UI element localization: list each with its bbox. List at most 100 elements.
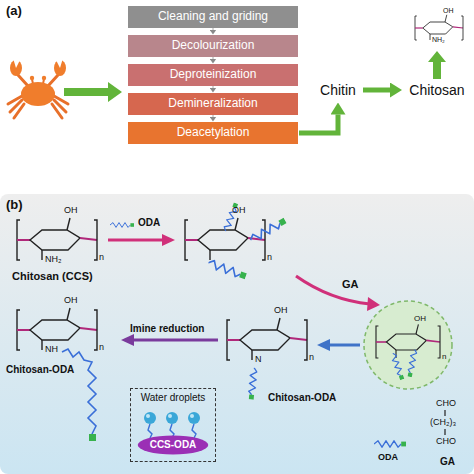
flow-arrow [212, 29, 214, 30]
crab-icon [56, 58, 63, 68]
chitosan-structure [17, 218, 97, 260]
panel-label: (a) [6, 4, 22, 19]
reaction-arrow [317, 339, 330, 351]
process-arrow [64, 82, 122, 102]
reaction-arrow [367, 297, 380, 311]
reaction-arrow [162, 234, 175, 246]
key-label: GA [440, 456, 455, 468]
reaction-arrow [121, 334, 218, 346]
crab-icon [42, 76, 46, 80]
imine-structure [248, 367, 257, 399]
node-text: Chitosan [409, 82, 464, 98]
node-text: CCS-ODA [150, 439, 197, 451]
process-box: Cleaning and griding [128, 6, 298, 28]
grafted-structure [185, 202, 287, 280]
reagent-label: GA [342, 278, 359, 291]
reaction-arrow [317, 339, 360, 351]
water-droplets [190, 414, 194, 418]
chitosan-oda-structure [62, 349, 96, 434]
node-text: Deacetylation [177, 126, 250, 140]
particle-ellipse: CCS-ODA [137, 435, 209, 455]
process-box: Demineralization [128, 93, 298, 115]
water-droplets [166, 412, 178, 424]
process-arrow [428, 51, 446, 79]
flow-arrow [212, 58, 214, 59]
compound-name: Chitosan-ODA [6, 364, 74, 376]
product-label: Chitin [315, 80, 361, 101]
node-text: Deproteinization [170, 68, 257, 82]
water-droplets [146, 414, 150, 418]
atom-label: OH [64, 205, 78, 215]
atom-label: OH [232, 205, 246, 215]
grafted-structure [249, 217, 288, 244]
atom-label: NH₂ [432, 36, 445, 44]
flow-arrow [363, 88, 390, 93]
node-text: Water droplets [141, 392, 206, 404]
flow-arrow [299, 115, 338, 134]
repeat-index: n [442, 352, 446, 361]
compound-name: Chitosan-ODA [268, 392, 336, 404]
process-box: Decolourization [128, 35, 298, 57]
grafted-structure [207, 259, 247, 280]
flow-arrow [212, 87, 214, 88]
panel-background [0, 194, 474, 474]
imine-structure [227, 318, 307, 400]
imine-structure [227, 318, 307, 360]
atom-label: OH [414, 314, 426, 323]
crosslinked-structure [390, 352, 405, 380]
formula-label: CHO [436, 436, 456, 446]
node-text: Chitin [320, 82, 356, 98]
crosslinked-structure [407, 349, 417, 378]
atom-label: OH [443, 7, 454, 15]
repeat-index: n [99, 252, 104, 262]
node-text: Cleaning and griding [158, 10, 268, 24]
reaction-arrow [121, 334, 134, 346]
product-label: Chitosan [404, 80, 470, 101]
repeat-index: n [99, 342, 104, 352]
step-label: Imine reduction [130, 323, 204, 335]
reaction-arrow [132, 339, 218, 342]
reaction-arrow [110, 223, 134, 228]
node-text: Demineralization [168, 97, 257, 111]
node-text: Decolourization [172, 39, 255, 53]
key-symbols [374, 441, 406, 447]
water-droplets [144, 412, 156, 424]
grafted-structure [185, 218, 265, 260]
ellipse-outline [138, 436, 209, 455]
process-box: Deacetylation [128, 122, 298, 144]
atom-label: OH [274, 305, 288, 315]
atom-label: N [255, 354, 262, 364]
atom-label: OH [64, 295, 78, 305]
reaction-arrow [296, 276, 380, 311]
crab-icon [21, 82, 55, 106]
crosslinked-structure [364, 301, 452, 389]
flow-arrow [212, 116, 214, 117]
formula-label: (CH₂)₃ [430, 417, 456, 427]
key-label: ODA [378, 452, 398, 462]
crab-icon [8, 58, 68, 118]
atom-label: NH [45, 344, 58, 354]
reaction-arrow [296, 276, 370, 304]
process-box: Deproteinization [128, 64, 298, 86]
reaction-arrow [108, 239, 164, 242]
crosslinked-structure [364, 301, 452, 389]
water-droplets [144, 412, 200, 438]
compound-name: Chitosan (CCS) [12, 270, 93, 283]
crosslinked-structure [376, 324, 440, 358]
chitosan-oda-structure [17, 308, 97, 350]
repeat-index: n [267, 252, 272, 262]
crab-icon [13, 58, 20, 68]
chitosan-oda-structure [89, 434, 96, 441]
repeat-index: n [309, 352, 314, 362]
chitosan-structure [17, 218, 97, 260]
formula-label: CHO [436, 398, 456, 408]
key-symbols [374, 410, 445, 447]
crab-icon [30, 76, 34, 80]
inset-box: Water dropletsCCS-ODA [130, 388, 216, 462]
panel-label: (b) [6, 198, 23, 213]
water-droplets [168, 414, 172, 418]
reagent-label: ODA [138, 217, 160, 229]
reaction-arrow [328, 344, 360, 347]
water-droplets [188, 412, 200, 424]
atom-label: NH₂ [45, 254, 62, 264]
